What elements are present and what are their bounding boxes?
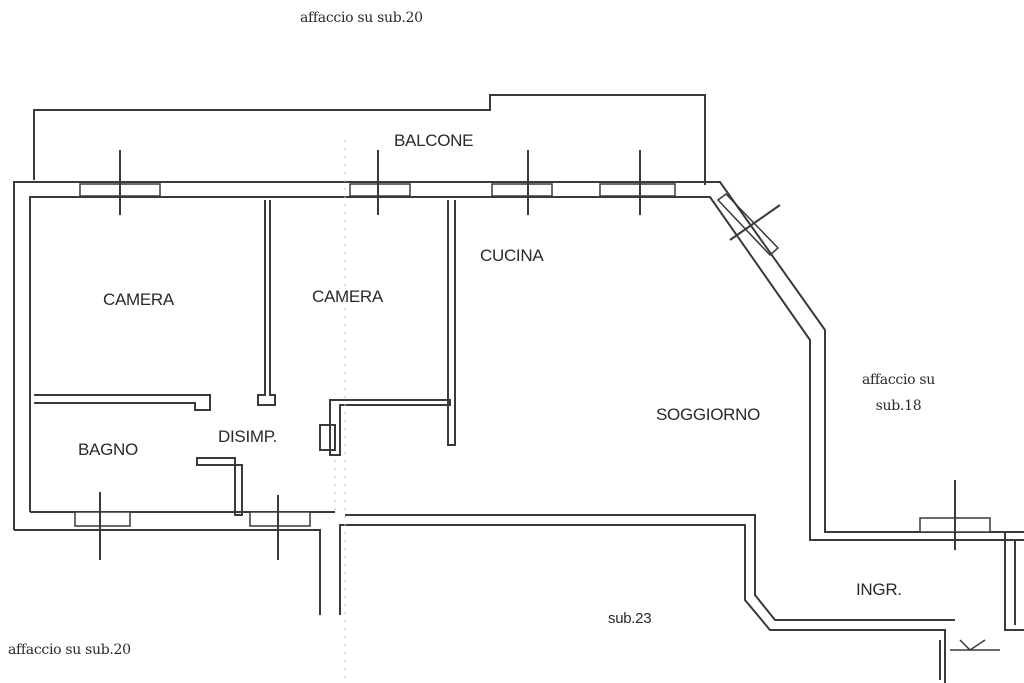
entrance-label: INGR.	[856, 580, 902, 599]
kitchen-divider-wall	[447, 200, 456, 446]
sub23-wall-outer	[339, 524, 946, 683]
entrance-wall	[1004, 532, 1024, 631]
top-view-note: affaccio su sub.20	[300, 10, 423, 26]
hallway-label: DISIMP.	[218, 427, 277, 446]
bedroom-divider-wall	[257, 200, 276, 406]
door-frame	[319, 424, 336, 451]
balcony-label: BALCONE	[394, 131, 474, 150]
bathroom-divider-wall	[196, 457, 243, 516]
bottom-view-note: affaccio su sub.20	[8, 642, 131, 658]
bathroom-label: BAGNO	[78, 440, 138, 459]
right-view-note-line2: sub.18	[875, 398, 922, 414]
bottom-wall-outer	[14, 529, 321, 615]
bedroom-center-label: CAMERA	[312, 287, 383, 306]
kitchen-label: CUCINA	[480, 246, 544, 265]
bedroom-left-label: CAMERA	[103, 290, 174, 309]
sub23-wall-inner	[345, 514, 955, 621]
living-room-label: SOGGIORNO	[656, 405, 761, 424]
right-view-note-line1: affaccio su	[862, 372, 935, 388]
outer-wall-inner	[29, 196, 1024, 541]
outer-wall-outer	[13, 181, 1024, 533]
sub23-label: sub.23	[608, 610, 652, 627]
center-bedroom-bottom-wall	[329, 399, 451, 456]
balcony-outline	[33, 94, 706, 185]
bedroom-left-bottom-wall	[34, 394, 211, 411]
right-view-note: affaccio su sub.18	[862, 372, 935, 414]
